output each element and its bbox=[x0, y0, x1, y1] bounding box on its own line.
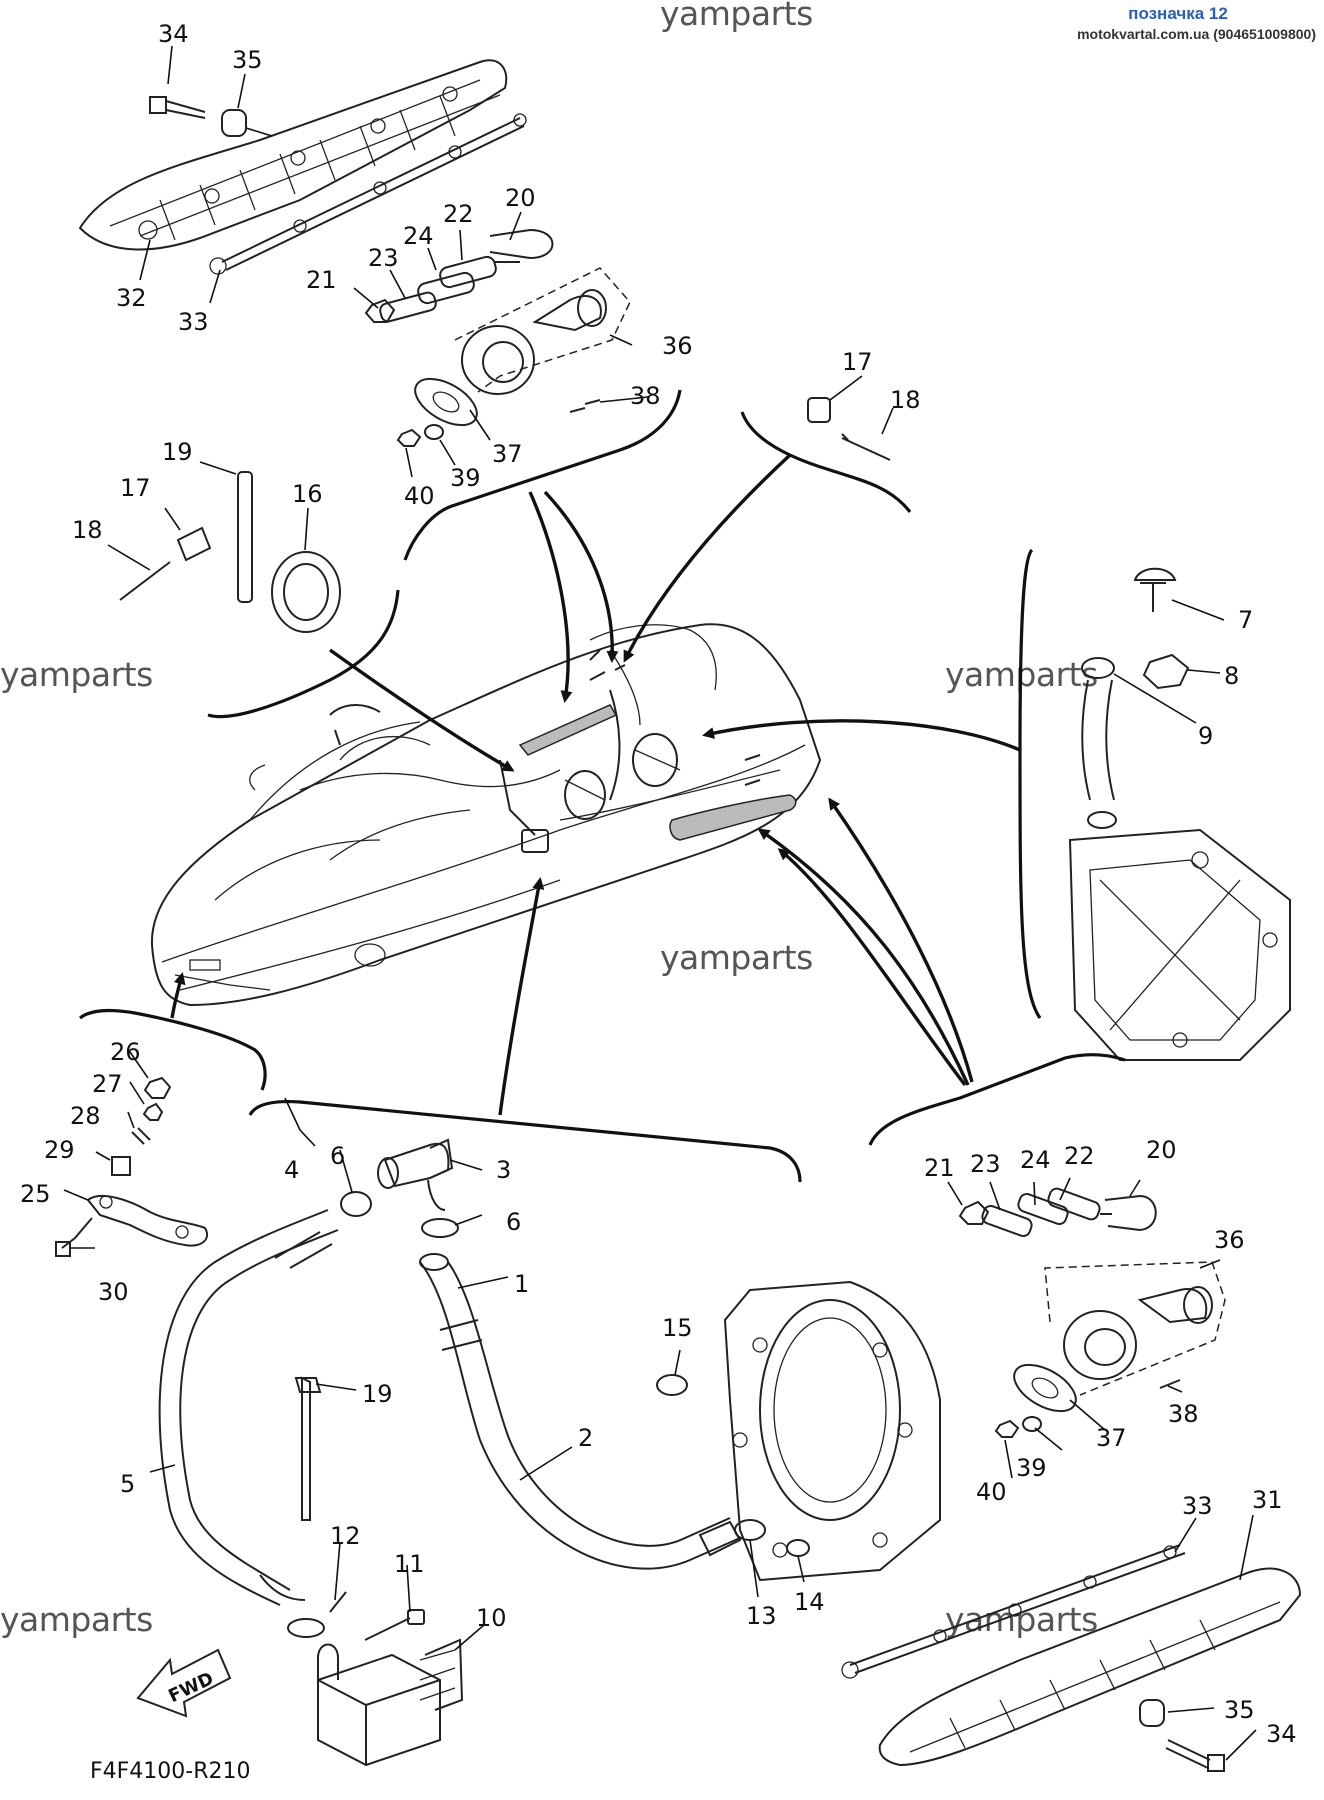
callout: 21 bbox=[306, 266, 337, 294]
callout: 15 bbox=[662, 1314, 693, 1342]
callout: 12 bbox=[330, 1522, 361, 1550]
callout: 17 bbox=[842, 348, 873, 376]
callout: 36 bbox=[1214, 1226, 1245, 1254]
jet-pump-group bbox=[1018, 548, 1291, 1061]
callout: 6 bbox=[506, 1208, 521, 1236]
watermark: yamparts bbox=[945, 1600, 1098, 1639]
callout: 1 bbox=[514, 1270, 529, 1298]
callout: 22 bbox=[1064, 1142, 1095, 1170]
callout: 34 bbox=[158, 20, 189, 48]
callout: 23 bbox=[368, 244, 399, 272]
callout: 27 bbox=[92, 1070, 123, 1098]
callout: 7 bbox=[1238, 606, 1253, 634]
callout: 35 bbox=[1224, 1696, 1255, 1724]
bow-bracket-group bbox=[55, 1008, 267, 1257]
bottom-drain-group bbox=[868, 1053, 1226, 1438]
callout: 39 bbox=[1016, 1454, 1047, 1482]
callout: 33 bbox=[1182, 1492, 1213, 1520]
clip-17-18-group bbox=[740, 397, 912, 513]
callout: 22 bbox=[443, 200, 474, 228]
callout: 21 bbox=[924, 1154, 955, 1182]
callout: 36 bbox=[662, 332, 693, 360]
callout: 29 bbox=[44, 1136, 75, 1164]
callout: 23 bbox=[970, 1150, 1001, 1178]
diagram-code: F4F4100-R210 bbox=[90, 1759, 251, 1784]
bottom-rail-group bbox=[841, 1544, 1302, 1772]
callout: 28 bbox=[70, 1102, 101, 1130]
callout: 5 bbox=[120, 1470, 135, 1498]
callout: 8 bbox=[1224, 662, 1239, 690]
callout: 34 bbox=[1266, 1720, 1297, 1748]
callout: 20 bbox=[1146, 1136, 1177, 1164]
callout: 11 bbox=[394, 1550, 425, 1578]
callout: 30 bbox=[98, 1278, 129, 1306]
watermark: yamparts bbox=[0, 1600, 153, 1639]
callout: 18 bbox=[890, 386, 921, 414]
callout: 20 bbox=[505, 184, 536, 212]
callout: 9 bbox=[1198, 722, 1213, 750]
source-caption: motokvartal.com.ua (904651009800) bbox=[1077, 26, 1316, 42]
connection-arrows bbox=[170, 453, 1021, 1116]
callout: 19 bbox=[162, 438, 193, 466]
callout: 17 bbox=[120, 474, 151, 502]
watermark: yamparts bbox=[0, 655, 153, 694]
left-grommet-group bbox=[119, 471, 400, 719]
leader-lines bbox=[63, 45, 1257, 1761]
callout: 31 bbox=[1252, 1486, 1283, 1514]
callout: 10 bbox=[476, 1604, 507, 1632]
callout: 26 bbox=[110, 1038, 141, 1066]
callout: 39 bbox=[450, 464, 481, 492]
callout: 14 bbox=[794, 1588, 825, 1616]
page-tag: позначка 12 bbox=[1128, 4, 1228, 23]
callout: 38 bbox=[1168, 1400, 1199, 1428]
callout: 19 bbox=[362, 1380, 393, 1408]
fwd-arrow: FWD bbox=[136, 1648, 232, 1718]
callout: 38 bbox=[630, 382, 661, 410]
callout-numbers: 34 35 32 33 20 22 24 23 21 36 38 37 39 4… bbox=[20, 20, 1297, 1748]
watercraft-hull bbox=[150, 623, 822, 1007]
callout: 25 bbox=[20, 1180, 51, 1208]
callout: 40 bbox=[404, 482, 435, 510]
callout: 18 bbox=[72, 516, 103, 544]
callout: 37 bbox=[1096, 1424, 1127, 1452]
callout: 35 bbox=[232, 46, 263, 74]
callout: 24 bbox=[403, 222, 434, 250]
callout: 13 bbox=[746, 1602, 777, 1630]
callout: 2 bbox=[578, 1424, 593, 1452]
callout: 32 bbox=[116, 284, 147, 312]
callout: 4 bbox=[284, 1156, 299, 1184]
top-drain-group bbox=[364, 229, 682, 561]
callout: 40 bbox=[976, 1478, 1007, 1506]
callout: 33 bbox=[178, 308, 209, 336]
callout: 24 bbox=[1020, 1146, 1051, 1174]
top-rail-group bbox=[78, 59, 527, 275]
callout: 37 bbox=[492, 440, 523, 468]
watermark: yamparts bbox=[660, 938, 813, 977]
hose-group bbox=[158, 1099, 941, 1767]
callout: 16 bbox=[292, 480, 323, 508]
callout: 3 bbox=[496, 1156, 511, 1184]
callout: 6 bbox=[330, 1142, 345, 1170]
watermark: yamparts bbox=[660, 0, 813, 33]
